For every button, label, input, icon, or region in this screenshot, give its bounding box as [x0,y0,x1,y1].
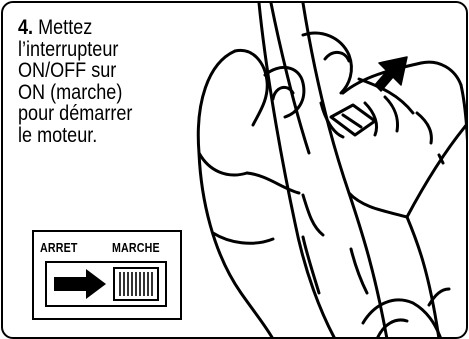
instruction-line-3: ON/OFF sur [18,59,116,82]
device-handle-icon [259,3,335,339]
instruction-line-1: Mettez [38,16,92,39]
switch-graphic [34,232,180,318]
instruction-line-6: le moteur. [18,124,97,147]
switch-diagram: ARRET MARCHE [32,230,182,320]
step-number: 4. [18,16,33,39]
instruction-text: 4. Mettez l’interrupteur ON/OFF sur ON (… [18,17,190,146]
instruction-line-4: ON (marche) [18,81,122,104]
instruction-line-5: pour démarrer [18,102,132,125]
instruction-line-2: l’interrupteur [18,38,118,61]
